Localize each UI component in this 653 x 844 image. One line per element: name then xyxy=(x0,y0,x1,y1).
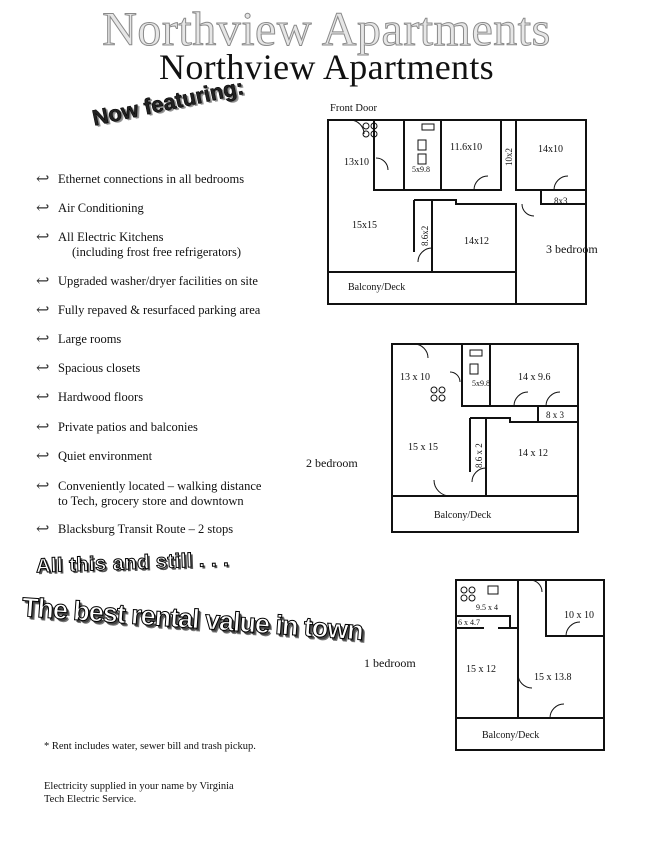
plan-label-2br: 2 bedroom xyxy=(306,456,358,470)
rent-note: * Rent includes water, sewer bill and tr… xyxy=(44,741,256,752)
feature-text: All Electric Kitchens xyxy=(58,230,164,244)
front-door-label: Front Door xyxy=(330,103,377,114)
feature-item: ↩ Blacksburg Transit Route – 2 stops xyxy=(36,521,234,538)
balcony-label: Balcony/Deck xyxy=(348,282,405,293)
curved-arrow-icon: ↩ xyxy=(36,331,50,348)
feature-text: Spacious closets xyxy=(58,361,141,375)
room-label: 15 x 13.8 xyxy=(534,672,572,683)
feature-text: Upgraded washer/dryer facilities on site xyxy=(58,274,258,288)
room-label: 14x10 xyxy=(538,144,563,155)
feature-subtext: (including frost free refrigerators) xyxy=(72,245,242,259)
feature-subtext: to Tech, grocery store and downtown xyxy=(58,494,244,508)
feature-item: ↩ Spacious closets xyxy=(36,360,141,377)
curved-arrow-icon: ↩ xyxy=(36,478,50,495)
curved-arrow-icon: ↩ xyxy=(36,360,50,377)
room-label: 8.6 x 2 xyxy=(474,443,484,468)
feature-text: Hardwood floors xyxy=(58,390,144,404)
all-this-slogan: All this and still . . . xyxy=(35,548,230,578)
room-label: 9.5 x 4 xyxy=(476,603,498,612)
room-label: 8.6x2 xyxy=(420,226,430,246)
feature-text: Ethernet connections in all bedrooms xyxy=(58,172,245,186)
room-label: 8 x 3 xyxy=(546,410,565,420)
best-value-slogan: The best rental value in town xyxy=(20,592,364,647)
feature-item: ↩ All Electric Kitchens(including frost f… xyxy=(36,230,241,260)
feature-text: Fully repaved & resurfaced parking area xyxy=(58,303,261,317)
curved-arrow-icon: ↩ xyxy=(36,302,50,319)
room-label: 5x9.8 xyxy=(472,379,490,388)
balcony-label: Balcony/Deck xyxy=(434,510,491,521)
feature-item: ↩ Air Conditioning xyxy=(36,200,144,217)
feature-text: Conveniently located – walking distance xyxy=(58,479,262,493)
feature-text: Air Conditioning xyxy=(58,201,144,215)
feature-item: ↩ Fully repaved & resurfaced parking area xyxy=(36,302,261,319)
room-label: 5x9.8 xyxy=(412,165,430,174)
floorplan-1br: 9.5 x 4 6 x 4.7 10 x 10 15 x 12 15 x 13.… xyxy=(455,579,605,751)
electricity-note: Electricity supplied in your name by Vir… xyxy=(44,781,234,805)
feature-item: ↩ Large rooms xyxy=(36,331,122,348)
room-label: 13 x 10 xyxy=(400,372,430,383)
feature-item: ↩ Private patios and balconies xyxy=(36,419,198,436)
floorplan-2br: 13 x 10 5x9.8 14 x 9.6 8 x 3 15 x 15 8.6… xyxy=(391,343,579,533)
room-label: 15x15 xyxy=(352,220,377,231)
balcony-label: Balcony/Deck xyxy=(482,730,539,741)
room-label: 6 x 4.7 xyxy=(458,618,480,627)
room-label: 14x12 xyxy=(464,236,489,247)
feature-text: Blacksburg Transit Route – 2 stops xyxy=(58,522,234,536)
curved-arrow-icon: ↩ xyxy=(36,419,50,436)
room-label: 15 x 15 xyxy=(408,442,438,453)
feature-item: ↩ Ethernet connections in all bedrooms xyxy=(36,171,245,188)
room-label: 10 x 10 xyxy=(564,610,594,621)
room-label: 11.6x10 xyxy=(450,142,482,153)
curved-arrow-icon: ↩ xyxy=(36,389,50,406)
feature-item: ↩ Upgraded washer/dryer facilities on sit… xyxy=(36,273,258,290)
curved-arrow-icon: ↩ xyxy=(36,273,50,290)
feature-text: Large rooms xyxy=(58,332,122,346)
room-label: 10x2 xyxy=(504,148,514,166)
curved-arrow-icon: ↩ xyxy=(36,521,50,538)
room-label: 14 x 12 xyxy=(518,448,548,459)
room-label: 14 x 9.6 xyxy=(518,372,551,383)
title-ghost: Northview Apartments xyxy=(102,3,551,57)
room-label: 8x3 xyxy=(554,196,568,206)
page-title: Northview Apartments xyxy=(159,47,494,87)
floorplan-3br: 13x10 5x9.8 11.6x10 10x2 14x10 8x3 15x15… xyxy=(327,119,587,305)
feature-text: Private patios and balconies xyxy=(58,420,198,434)
curved-arrow-icon: ↩ xyxy=(36,229,50,246)
plan-label-1br: 1 bedroom xyxy=(364,656,416,670)
room-label: 15 x 12 xyxy=(466,664,496,675)
curved-arrow-icon: ↩ xyxy=(36,200,50,217)
curved-arrow-icon: ↩ xyxy=(36,448,50,465)
curved-arrow-icon: ↩ xyxy=(36,171,50,188)
feature-item: ↩ Conveniently located – walking distance… xyxy=(36,479,261,509)
room-label: 13x10 xyxy=(344,157,369,168)
feature-item: ↩ Hardwood floors xyxy=(36,389,144,406)
feature-text: Quiet environment xyxy=(58,449,153,463)
feature-item: ↩ Quiet environment xyxy=(36,448,153,465)
plan-label-3br: 3 bedroom xyxy=(546,242,598,256)
